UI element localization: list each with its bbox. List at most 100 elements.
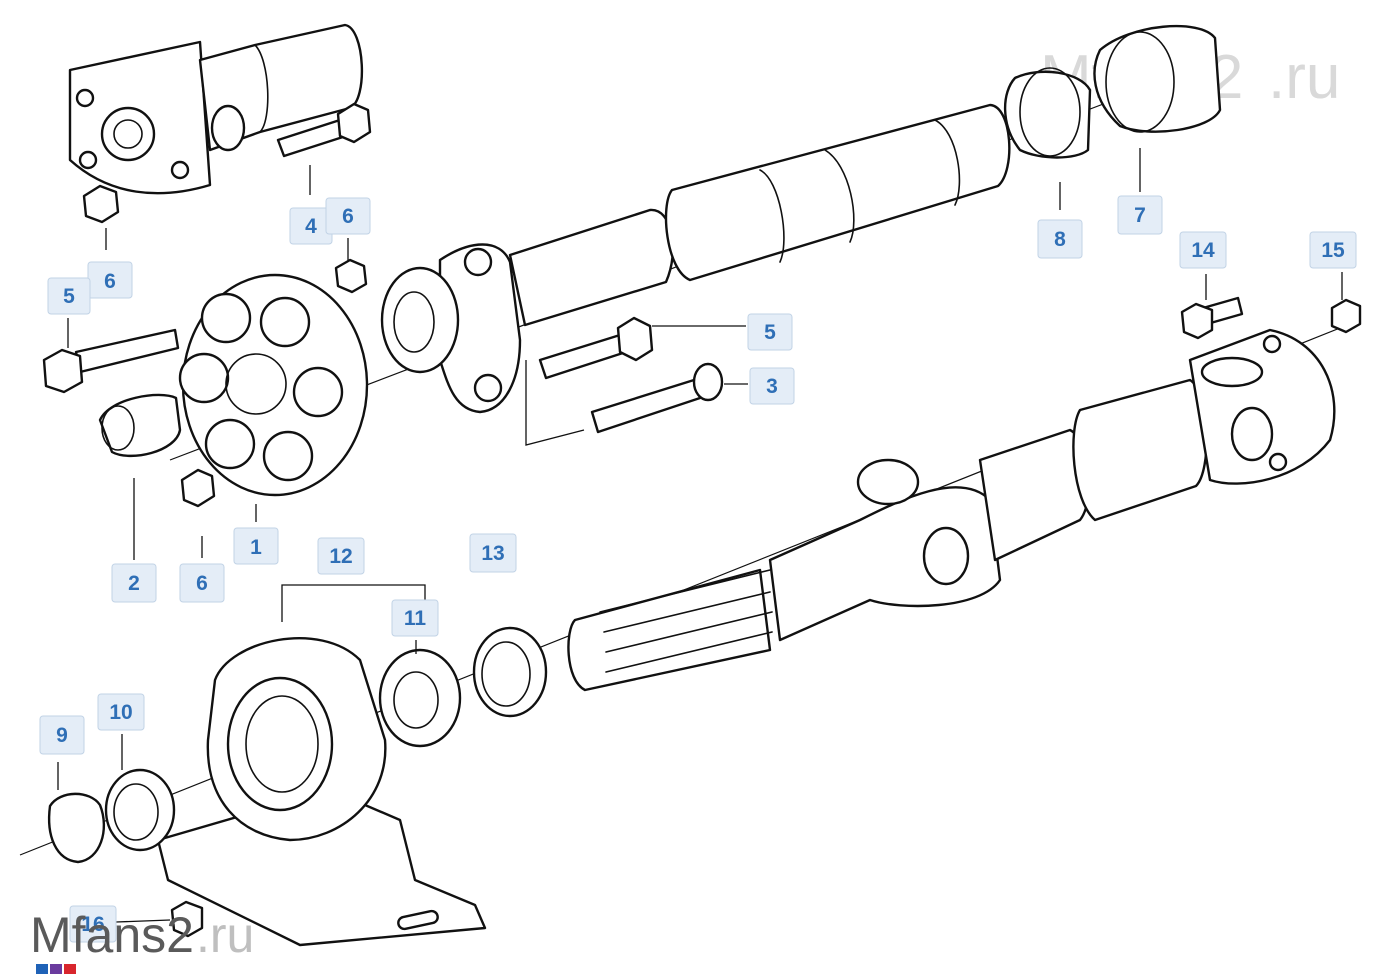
- callout-3[interactable]: 3: [749, 367, 795, 405]
- watermark-top-suffix: .ru: [1268, 43, 1340, 112]
- rear-flange-cap: [1200, 356, 1264, 388]
- rear-flange-bore: [1230, 406, 1274, 462]
- callout-4-text: 4: [305, 215, 317, 238]
- callout-6-bottom-text: 6: [196, 572, 208, 595]
- callouts: 4 6 6 5 5 3 1 2: [39, 195, 1357, 943]
- front-tube-ring-3: [934, 119, 961, 206]
- rear-tube-main: [1072, 378, 1208, 522]
- callout-3-text: 3: [766, 375, 778, 398]
- bolt-5-left-head: [42, 348, 84, 394]
- flex-disc-eye-3: [292, 366, 344, 418]
- nut-6-mid: [334, 258, 368, 294]
- spline-line-3: [605, 611, 773, 653]
- nut-6-bottom: [180, 468, 216, 508]
- gearbox-flange-hole-1: [75, 88, 95, 108]
- front-tube-ring-1: [759, 169, 785, 263]
- callout-7[interactable]: 7: [1117, 195, 1163, 235]
- flex-disc-center: [225, 353, 287, 415]
- leader-lines: [57, 148, 1343, 923]
- callout-10-text: 10: [109, 701, 132, 724]
- front-shaft-flange: [438, 243, 522, 414]
- rear-shaft-assembly: [19, 296, 1362, 856]
- seal-13-inner: [481, 641, 531, 707]
- rear-flange-hole-1: [1262, 334, 1282, 354]
- flex-disc-eye-1: [200, 292, 252, 344]
- callout-6-top[interactable]: 6: [87, 261, 133, 299]
- callout-16-text: 16: [81, 913, 104, 936]
- callout-6-bottom[interactable]: 6: [179, 563, 225, 603]
- rear-flange-hole-2: [1268, 452, 1288, 472]
- ball-bearing-11: [378, 648, 462, 748]
- sleeve-2: [98, 393, 182, 458]
- bearing-housing-inner: [245, 695, 319, 793]
- gearbox-shaft-ring: [254, 44, 269, 133]
- callout-6-mid-text: 6: [342, 205, 354, 228]
- callout-9-text: 9: [56, 724, 68, 747]
- rear-flange: [1188, 328, 1336, 485]
- callout-13[interactable]: 13: [469, 533, 517, 573]
- gearbox-flange-hole-3: [170, 160, 190, 180]
- watermark-stripe-purple: [50, 964, 62, 974]
- bolt-5-left-shank: [74, 328, 180, 374]
- callout-5-left[interactable]: 5: [47, 277, 91, 315]
- callout-14[interactable]: 14: [1179, 231, 1227, 269]
- callout-12[interactable]: 12: [317, 537, 365, 575]
- spline-line-2: [603, 591, 771, 633]
- front-shaft-hub-bore: [393, 291, 435, 353]
- dust-cap-7: [1093, 24, 1222, 133]
- callout-9[interactable]: 9: [39, 715, 85, 755]
- nut-16: [170, 900, 204, 938]
- callout-14-text: 14: [1191, 239, 1215, 262]
- callout-10[interactable]: 10: [97, 693, 145, 731]
- callout-6-top-text: 6: [104, 270, 116, 293]
- flex-disc-eye-4: [262, 430, 314, 482]
- flex-disc-eye-5: [204, 418, 256, 470]
- seal-13: [472, 626, 548, 718]
- callout-15-text: 15: [1321, 239, 1345, 262]
- front-shaft-assembly: [169, 24, 1222, 461]
- callout-1-text: 1: [250, 536, 262, 559]
- bolt-5-right-head: [616, 316, 654, 362]
- bolt-14-head: [1180, 302, 1214, 340]
- callout-4[interactable]: 4: [289, 207, 333, 245]
- nut-15: [1330, 298, 1362, 334]
- bearing-housing-ring: [226, 676, 334, 812]
- flex-disc-eye-6: [178, 352, 230, 404]
- front-flange-hole-top: [463, 247, 493, 277]
- bolt-5-right-shank: [538, 333, 628, 380]
- callout-16[interactable]: 16: [69, 905, 117, 943]
- center-bearing-group: [47, 584, 548, 947]
- gearbox-flange-hole-2: [78, 150, 98, 170]
- flex-disc-1: [178, 273, 369, 497]
- callout-1[interactable]: 1: [233, 527, 279, 565]
- bolt-4-head: [336, 102, 372, 144]
- rear-u-joint-cap-top: [856, 458, 920, 506]
- callout-6-mid[interactable]: 6: [325, 197, 371, 235]
- callout-12-text: 12: [329, 545, 352, 568]
- callout-7-text: 7: [1134, 204, 1146, 227]
- centering-sleeve-8: [1003, 70, 1092, 159]
- bolt-3-shank: [590, 378, 702, 434]
- callout-5-right[interactable]: 5: [747, 313, 793, 351]
- spline-line-1: [599, 569, 771, 613]
- watermark-bottom-suffix: .ru: [196, 907, 254, 963]
- flex-disc-eye-2: [259, 296, 311, 348]
- dust-cap-7-rim: [1105, 31, 1175, 133]
- bolt-group-bracket: [525, 360, 585, 446]
- watermark-stripe-blue: [36, 964, 48, 974]
- dust-ring-10-inner: [113, 783, 159, 841]
- gearbox-flange-bore: [113, 119, 143, 149]
- front-tube-segment-1: [508, 208, 675, 327]
- centering-sleeve-8-inner: [1019, 67, 1081, 157]
- callout-15[interactable]: 15: [1309, 231, 1357, 269]
- callout-8[interactable]: 8: [1037, 219, 1083, 259]
- callout-13-text: 13: [481, 542, 504, 565]
- front-flange-hole-bottom: [473, 373, 503, 403]
- leader-16: [115, 919, 171, 923]
- splined-stub: [567, 568, 772, 692]
- front-tube-ring-2: [824, 149, 855, 243]
- callout-11[interactable]: 11: [391, 599, 439, 637]
- rear-u-joint-cap-side: [922, 526, 970, 586]
- callout-2[interactable]: 2: [111, 563, 157, 603]
